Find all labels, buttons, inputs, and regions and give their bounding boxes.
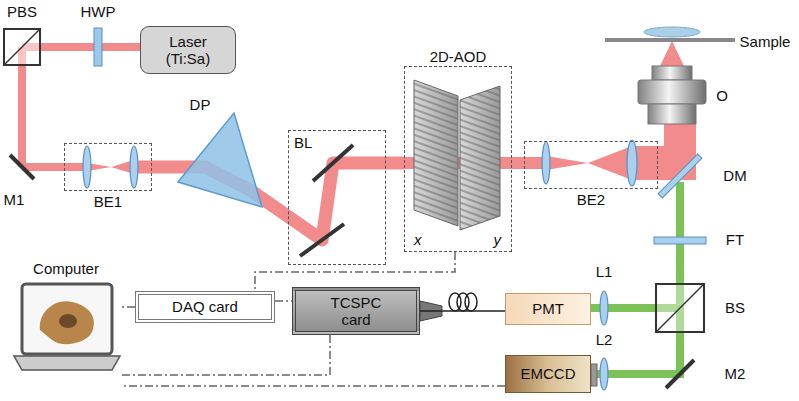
sample-slide [644, 27, 700, 37]
part-label: DP [190, 96, 211, 113]
part-label: PBS [7, 3, 37, 20]
laptop-icon [14, 356, 120, 370]
laser-beam [22, 163, 87, 171]
filter [654, 237, 706, 244]
mirror [313, 145, 353, 181]
node-label: BE1 [94, 193, 122, 210]
dispersion-prism [178, 113, 262, 207]
laptop-icon [22, 284, 112, 354]
beam-splitter-cube [4, 29, 40, 65]
lens [130, 146, 138, 188]
computer: Computer [10, 260, 122, 388]
detector-box: PMT [505, 293, 591, 325]
part-label: M1 [4, 191, 25, 208]
aod-box: 2D-AODxy [404, 66, 512, 252]
aod-crystal [414, 80, 458, 226]
node-label: Laser (Ti:Sa) [157, 33, 219, 68]
lens [600, 358, 608, 390]
part-label: L1 [596, 263, 613, 280]
tcspc-card: TCSPC card [292, 287, 420, 335]
part-label: M2 [725, 365, 746, 382]
mirror [10, 155, 34, 179]
lens [83, 140, 637, 390]
signal-cable [122, 306, 135, 308]
aod-crystal [414, 80, 500, 230]
node-label: Computer [33, 260, 99, 277]
sample-slide [605, 27, 735, 42]
signal-cable [255, 252, 455, 291]
node-label: 2D-AOD [430, 48, 487, 65]
laptop-icon [40, 301, 94, 344]
objective-lens [638, 66, 706, 124]
laser-beam [546, 156, 588, 170]
fluorescence-beam [591, 182, 680, 374]
dichroic-mirror [658, 154, 702, 198]
beam-splitter-cube [4, 29, 40, 65]
axis-label: y [494, 231, 502, 248]
beam-splitter-cube [4, 29, 40, 65]
part-label: HWP [81, 3, 116, 20]
beam-splitter-cube [656, 284, 704, 332]
optical-fiber [420, 310, 505, 312]
objective-lens [648, 104, 696, 124]
half-wave-plate [94, 28, 102, 66]
aod-crystal [414, 80, 458, 226]
lens [542, 142, 550, 184]
node-label: EMCCD [521, 365, 576, 382]
laser-beam [18, 41, 696, 240]
beam-expander: BE1 [64, 143, 152, 191]
part-label: BS [725, 299, 745, 316]
signal-cable [122, 335, 330, 375]
fiber-coil [465, 293, 477, 311]
axis-label: x [414, 231, 422, 248]
fluorescence-beam [591, 182, 680, 374]
signal-cable [122, 385, 505, 387]
part-label: Sample [740, 33, 791, 50]
objective-lens [652, 66, 692, 80]
beam-expander: BE2 [524, 141, 658, 189]
mirror [300, 224, 344, 256]
laser-beam [660, 41, 684, 66]
daq-card: DAQ card [135, 291, 275, 323]
part-label: L2 [596, 331, 613, 348]
laptop-icon [14, 284, 120, 370]
beam-splitter-cube [656, 284, 704, 332]
lens [83, 146, 91, 188]
laser-box: Laser (Ti:Sa) [140, 26, 236, 74]
mirror [666, 360, 694, 388]
part-label: O [716, 87, 728, 104]
laptop-icon [59, 314, 77, 328]
part-label: DM [723, 167, 746, 184]
node-label: DAQ card [172, 298, 238, 315]
node-label: PMT [532, 300, 564, 317]
beam-lifter: BL [288, 130, 386, 265]
lens [627, 140, 637, 186]
beam-splitter-cube [656, 284, 704, 332]
part-label: FT [726, 231, 744, 248]
sample-slide [605, 38, 735, 42]
laser-beam [588, 146, 632, 180]
signal-cable [275, 300, 292, 302]
fiber-coil [449, 293, 477, 311]
camera-cap [591, 364, 597, 386]
node-label: TCSPC card [321, 294, 391, 329]
node-label: BL [294, 134, 312, 151]
lens [600, 291, 608, 325]
aod-crystal [460, 86, 500, 230]
node-label: BE2 [577, 191, 605, 208]
laser-beam [134, 163, 404, 240]
aod-crystal [460, 86, 500, 230]
camera-box: EMCCD [505, 355, 591, 393]
objective-lens [638, 80, 706, 104]
